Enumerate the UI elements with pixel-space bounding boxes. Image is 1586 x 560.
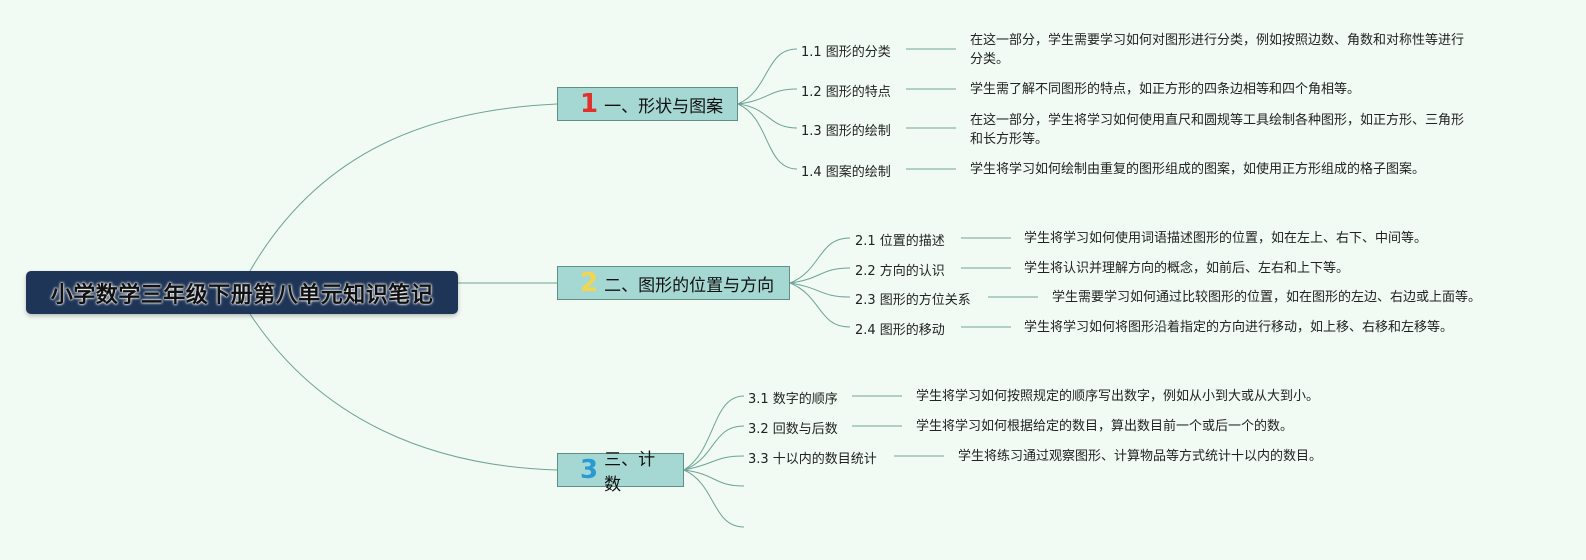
branch-label: 二、图形的位置与方向 bbox=[604, 275, 775, 296]
connector-b3-l5 bbox=[683, 469, 745, 528]
connector-b3-l3 bbox=[683, 455, 745, 471]
connector-b1-l1 bbox=[737, 48, 798, 105]
branch-number-badge: 1 bbox=[580, 89, 599, 119]
subtopic-3-1-description: 学生将学习如何按照规定的顺序写出数字，例如从小到大或从大到小。 bbox=[916, 389, 1320, 404]
subtopic-1-3-description: 在这一部分，学生将学习如何使用直尺和圆规等工具绘制各种图形，如正方形、三角形和长… bbox=[970, 113, 1465, 147]
connector-b2-l2 bbox=[789, 267, 851, 284]
subtopic-2-4-description: 学生将学习如何将图形沿着指定的方向进行移动，如上移、右移和左移等。 bbox=[1024, 320, 1454, 335]
branch-number-badge: 3 bbox=[580, 455, 599, 485]
subtopic-2-4[interactable]: 2.4 图形的移动 bbox=[855, 323, 945, 338]
subtopic-1-1[interactable]: 1.1 图形的分类 bbox=[801, 45, 891, 60]
branch-number-badge: 2 bbox=[580, 268, 599, 298]
central-topic[interactable]: 小学数学三年级下册第八单元知识笔记 bbox=[26, 271, 458, 314]
subtopic-1-2-description: 学生需了解不同图形的特点，如正方形的四条边相等和四个角相等。 bbox=[970, 82, 1361, 97]
connector-b3-l2 bbox=[683, 425, 745, 471]
connector-root-branch-3 bbox=[249, 313, 558, 471]
connector-root-branch-1 bbox=[249, 103, 558, 272]
subtopic-1-1-description: 在这一部分，学生需要学习如何对图形进行分类，例如按照边数、角数和对称性等进行分类… bbox=[970, 33, 1465, 67]
subtopic-1-2[interactable]: 1.2 图形的特点 bbox=[801, 85, 891, 100]
branch-shapes-patterns[interactable]: 1 一、形状与图案 bbox=[557, 87, 738, 121]
subtopic-1-4[interactable]: 1.4 图案的绘制 bbox=[801, 165, 891, 180]
connector-b2-l1 bbox=[789, 237, 851, 284]
subtopic-3-2-description: 学生将学习如何根据给定的数目，算出数目前一个或后一个的数。 bbox=[916, 419, 1294, 434]
subtopic-1-3[interactable]: 1.3 图形的绘制 bbox=[801, 124, 891, 139]
subtopic-3-3-description: 学生将练习通过观察图形、计算物品等方式统计十以内的数目。 bbox=[958, 449, 1323, 464]
subtopic-2-3-description: 学生需要学习如何通过比较图形的位置，如在图形的左边、右边或上面等。 bbox=[1052, 290, 1482, 305]
central-topic-label: 小学数学三年级下册第八单元知识笔记 bbox=[50, 282, 434, 308]
branch-position-direction[interactable]: 2 二、图形的位置与方向 bbox=[557, 266, 790, 300]
branch-counting[interactable]: 3 三、计数 bbox=[557, 450, 684, 495]
subtopic-3-3[interactable]: 3.3 十以内的数目统计 bbox=[748, 452, 877, 467]
connector-b2-l4 bbox=[789, 282, 851, 328]
branch-label: 一、形状与图案 bbox=[604, 96, 724, 117]
branch-label: 三、计数 bbox=[604, 450, 656, 495]
connector-b3-l1 bbox=[683, 395, 745, 471]
subtopic-2-3[interactable]: 2.3 图形的方位关系 bbox=[855, 293, 971, 308]
subtopic-3-2[interactable]: 3.2 回数与后数 bbox=[748, 422, 838, 437]
subtopic-3-1[interactable]: 3.1 数字的顺序 bbox=[748, 392, 838, 407]
subtopic-2-1[interactable]: 2.1 位置的描述 bbox=[855, 234, 945, 249]
subtopic-2-1-description: 学生将学习如何使用词语描述图形的位置，如在左上、右下、中间等。 bbox=[1024, 231, 1428, 246]
connector-b1-l3 bbox=[737, 103, 798, 129]
connector-b3-l4 bbox=[683, 469, 745, 487]
subtopic-2-2-description: 学生将认识并理解方向的概念，如前后、左右和上下等。 bbox=[1024, 261, 1350, 276]
subtopic-2-2[interactable]: 2.2 方向的认识 bbox=[855, 264, 945, 279]
connector-b2-l3 bbox=[789, 282, 851, 298]
connector-b1-l4 bbox=[737, 103, 798, 170]
connector-b1-l2 bbox=[737, 88, 798, 105]
subtopic-1-4-description: 学生将学习如何绘制由重复的图形组成的图案，如使用正方形组成的格子图案。 bbox=[970, 162, 1426, 177]
